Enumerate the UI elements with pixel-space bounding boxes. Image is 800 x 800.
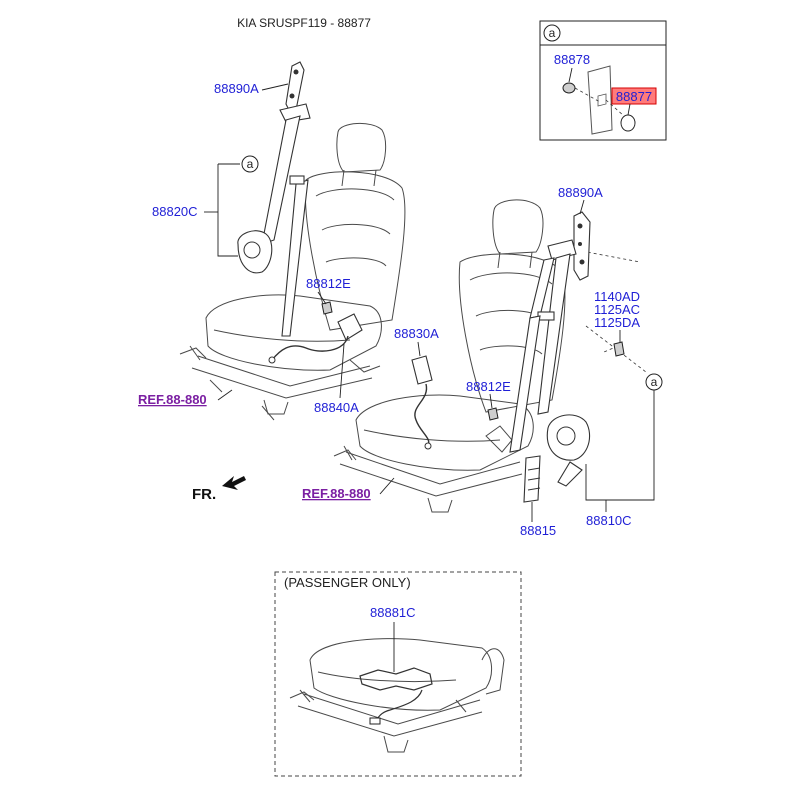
- part-label-88830A: 88830A: [394, 326, 439, 341]
- right-labels: 88890A 1140AD 1125AC 1125DA 88830A 88812…: [302, 185, 663, 538]
- right-seatbelt-assembly: [411, 211, 647, 503]
- detail-marker-label: a: [549, 26, 556, 40]
- ref-link-left[interactable]: REF.88-880: [138, 392, 207, 407]
- left-labels: 88890A a 88820C 88812E 88840A REF.88-880: [138, 81, 359, 415]
- occupant-sensor-88881C: [359, 667, 433, 691]
- part-label-88812E-left: 88812E: [306, 276, 351, 291]
- left-seat-illustration: [179, 123, 406, 421]
- passenger-only-box: (PASSENGER ONLY) 88881C: [274, 571, 522, 777]
- detail-box-a: a 88878 88877: [539, 20, 667, 141]
- callout-marker-a-right-label: a: [651, 375, 658, 389]
- diagram-title: KIA SRUSPF119 - 88877: [237, 16, 371, 30]
- highlighted-part-box: [611, 87, 657, 105]
- bolt-1140AD: [613, 341, 625, 357]
- buckle-right: [411, 355, 433, 385]
- part-label-88815: 88815: [520, 523, 556, 538]
- right-seat-illustration: [333, 199, 566, 513]
- part-label-88812E-right: 88812E: [466, 379, 511, 394]
- part-label-88890A-right: 88890A: [558, 185, 603, 200]
- part-label-88810C: 88810C: [586, 513, 632, 528]
- detail-marker-circle: [543, 24, 561, 42]
- ref-link-right[interactable]: REF.88-880: [302, 486, 371, 501]
- part-label-1140AD: 1140AD: [594, 289, 640, 304]
- part-label-88820C: 88820C: [152, 204, 198, 219]
- passenger-only-title: (PASSENGER ONLY): [284, 575, 411, 590]
- part-label-88881C: 88881C: [370, 605, 416, 620]
- callout-marker-a-left: [241, 155, 259, 173]
- bolt-left: [321, 301, 333, 315]
- retractor-right: [546, 414, 591, 461]
- part-label-1125DA: 1125DA: [594, 315, 640, 330]
- buckle-left: [337, 313, 363, 341]
- clip-88878: [562, 82, 576, 94]
- left-seatbelt-assembly: [237, 61, 363, 364]
- cap-88877: [620, 114, 636, 132]
- part-label-1125AC: 1125AC: [594, 302, 640, 317]
- part-label-88878: 88878: [554, 52, 590, 67]
- callout-marker-a-left-label: a: [247, 157, 254, 171]
- part-label-88840A: 88840A: [314, 400, 359, 415]
- part-label-88890A-left: 88890A: [214, 81, 259, 96]
- front-arrow-icon: [222, 476, 246, 490]
- height-adjuster-left: [285, 61, 305, 113]
- bolt-right: [487, 407, 499, 421]
- front-indicator: FR.: [192, 476, 246, 503]
- retractor-left: [237, 230, 273, 274]
- height-adjuster-right: [573, 211, 591, 281]
- front-indicator-label: FR.: [192, 486, 216, 503]
- part-label-88877: 88877: [616, 89, 652, 104]
